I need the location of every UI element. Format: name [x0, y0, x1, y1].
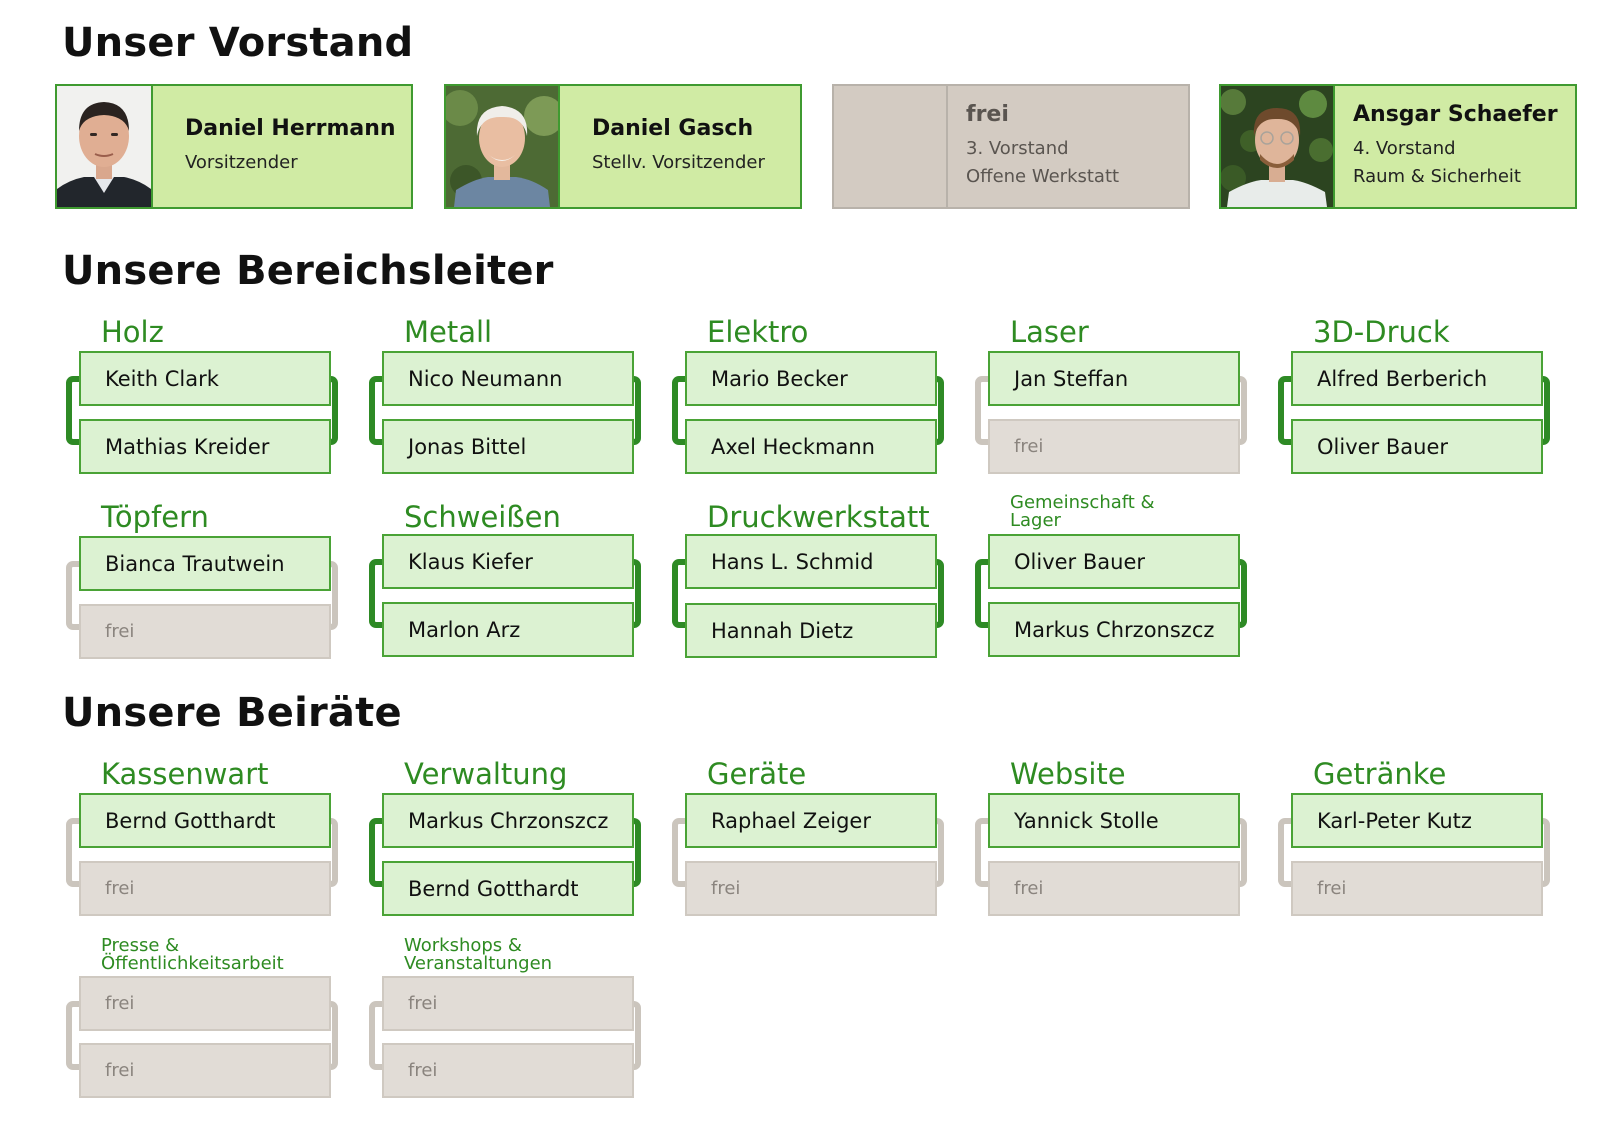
vorstand-card[interactable]: Ansgar Schaefer 4. Vorstand Raum & Siche… — [1219, 84, 1577, 209]
member-box[interactable]: Nico Neumann — [382, 351, 634, 406]
member-box[interactable]: Keith Clark — [79, 351, 331, 406]
heading-vorstand: Unser Vorstand — [62, 20, 414, 66]
heading-beiraete: Unsere Beiräte — [62, 690, 402, 736]
vorstand-name: Daniel Gasch — [592, 116, 754, 141]
group-title: Elektro — [707, 315, 809, 349]
member-box-free[interactable]: frei — [382, 976, 634, 1031]
member-box[interactable]: Markus Chrzonszcz — [382, 793, 634, 848]
group-title: Töpfern — [101, 500, 209, 534]
group-title: Laser — [1010, 315, 1089, 349]
vorstand-card-free[interactable]: frei 3. Vorstand Offene Werkstatt — [832, 84, 1190, 209]
photo-ansgar-schaefer — [1221, 86, 1335, 207]
vorstand-role: Offene Werkstatt — [966, 166, 1120, 187]
photo-daniel-herrmann — [57, 86, 153, 207]
group-title: Getränke — [1313, 757, 1447, 791]
member-box[interactable]: Jonas Bittel — [382, 419, 634, 474]
vorstand-name: Daniel Herrmann — [185, 116, 396, 141]
member-box[interactable]: Hannah Dietz — [685, 603, 937, 658]
vorstand-card[interactable]: Daniel Gasch Stellv. Vorsitzender — [444, 84, 802, 209]
member-box-free[interactable]: frei — [1291, 861, 1543, 916]
member-box[interactable]: Oliver Bauer — [1291, 419, 1543, 474]
group-title: 3D-Druck — [1313, 315, 1450, 349]
vorstand-role: 3. Vorstand — [966, 138, 1069, 159]
member-box[interactable]: Axel Heckmann — [685, 419, 937, 474]
member-box[interactable]: Hans L. Schmid — [685, 534, 937, 589]
member-box-free[interactable]: frei — [988, 861, 1240, 916]
member-box-free[interactable]: frei — [685, 861, 937, 916]
vorstand-role: Vorsitzender — [185, 152, 298, 173]
group-title: Website — [1010, 757, 1126, 791]
group-title: Metall — [404, 315, 493, 349]
group-title: Workshops & Veranstaltungen — [404, 935, 553, 974]
vorstand-role: 4. Vorstand — [1353, 138, 1456, 159]
vorstand-role: Stellv. Vorsitzender — [592, 152, 765, 173]
group-title: Geräte — [707, 757, 807, 791]
photo-daniel-gasch — [446, 86, 560, 207]
member-box-free[interactable]: frei — [79, 604, 331, 659]
member-box[interactable]: Bianca Trautwein — [79, 536, 331, 591]
member-box-free[interactable]: frei — [79, 1043, 331, 1098]
group-title: Schweißen — [404, 500, 561, 534]
member-box[interactable]: Mario Becker — [685, 351, 937, 406]
photo-placeholder — [834, 86, 948, 207]
group-title: Kassenwart — [101, 757, 269, 791]
group-title: Druckwerkstatt — [707, 500, 930, 534]
vorstand-card[interactable]: Daniel Herrmann Vorsitzender — [55, 84, 413, 209]
member-box[interactable]: Marlon Arz — [382, 602, 634, 657]
vorstand-role: Raum & Sicherheit — [1353, 166, 1521, 187]
member-box[interactable]: Jan Steffan — [988, 351, 1240, 406]
member-box[interactable]: Bernd Gotthardt — [79, 793, 331, 848]
vorstand-name: Ansgar Schaefer — [1353, 102, 1558, 127]
group-title: Gemeinschaft & Lager — [1010, 492, 1155, 531]
group-title: Holz — [101, 315, 164, 349]
member-box-free[interactable]: frei — [79, 861, 331, 916]
member-box[interactable]: Karl-Peter Kutz — [1291, 793, 1543, 848]
member-box[interactable]: Oliver Bauer — [988, 534, 1240, 589]
group-title: Presse & Öffentlichkeitsarbeit — [101, 935, 284, 974]
member-box[interactable]: Alfred Berberich — [1291, 351, 1543, 406]
group-title: Verwaltung — [404, 757, 568, 791]
member-box[interactable]: Yannick Stolle — [988, 793, 1240, 848]
member-box-free[interactable]: frei — [382, 1043, 634, 1098]
member-box[interactable]: Raphael Zeiger — [685, 793, 937, 848]
member-box-free[interactable]: frei — [79, 976, 331, 1031]
member-box[interactable]: Klaus Kiefer — [382, 534, 634, 589]
member-box[interactable]: Markus Chrzonszcz — [988, 602, 1240, 657]
member-box[interactable]: Bernd Gotthardt — [382, 861, 634, 916]
vorstand-name: frei — [966, 102, 1009, 127]
heading-bereichsleiter: Unsere Bereichsleiter — [62, 248, 554, 294]
member-box[interactable]: Mathias Kreider — [79, 419, 331, 474]
member-box-free[interactable]: frei — [988, 419, 1240, 474]
